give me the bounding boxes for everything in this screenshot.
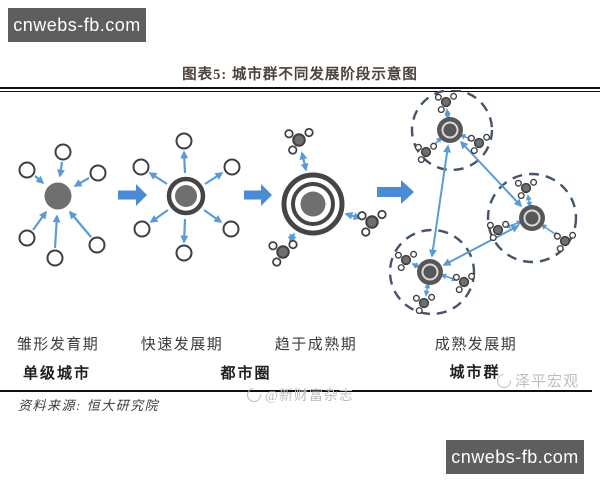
stage-label-3: 趋于成熟期 — [274, 337, 358, 353]
stage-1-diagram — [18, 143, 107, 267]
source-note: 资料来源: 恒大研究院 — [18, 398, 160, 413]
metro-dashed-circle — [410, 90, 494, 172]
satellite-town — [133, 220, 151, 238]
city-hub — [44, 182, 72, 210]
stage-label-1: 雏形发育期 — [16, 337, 100, 353]
mini-town-cluster — [514, 178, 538, 200]
zeping-logo-icon — [494, 370, 514, 391]
category-label-city-cluster: 城市群 — [449, 365, 501, 381]
category-label-metro-area: 都市圈 — [220, 366, 272, 382]
mini-town-cluster — [268, 239, 298, 267]
satellite-town — [175, 244, 193, 262]
inter-stage-arrow-1 — [118, 184, 147, 206]
stage-4-diagram — [388, 90, 578, 316]
stage-3-diagram — [268, 127, 387, 267]
satellite-town — [18, 161, 36, 179]
satellite-town — [54, 143, 72, 161]
city-hub — [518, 204, 546, 232]
satellite-town — [88, 236, 106, 254]
satellite-town — [89, 164, 107, 182]
satellite-town — [46, 249, 64, 267]
bottom-border-line — [0, 390, 592, 392]
satellite-town — [18, 229, 36, 247]
city-hub — [175, 185, 197, 207]
satellite-town — [222, 220, 240, 238]
hub-link-line — [428, 144, 452, 258]
hub-link-line — [442, 225, 520, 266]
city-hub-outer-ring — [281, 172, 345, 236]
hub-link-line — [459, 140, 523, 208]
stage-label-4: 成熟发展期 — [434, 337, 518, 353]
watermark-top-left: cnwebs-fb.com — [8, 8, 146, 42]
watermark-zeping: 泽平宏观 — [494, 370, 580, 391]
mini-town-cluster — [412, 293, 436, 315]
xincaifu-watermark-text: @新财富杂志 — [265, 389, 354, 404]
inter-stage-arrow-3 — [377, 180, 414, 204]
xincaifu-logo-icon — [244, 385, 264, 405]
inter-stage-arrow-2 — [244, 184, 272, 206]
satellite-town — [175, 132, 193, 150]
metro-dashed-circle — [388, 228, 476, 316]
satellite-town — [132, 158, 150, 176]
top-border-line — [0, 87, 600, 92]
city-hub-ring — [166, 176, 206, 216]
mini-town-cluster — [394, 250, 418, 272]
metro-dashed-circle — [486, 172, 578, 264]
stages-diagram — [18, 90, 578, 316]
mini-town-cluster — [553, 231, 577, 253]
stage-label-2: 快速发展期 — [140, 337, 224, 353]
city-hub — [436, 116, 464, 144]
stage-2-diagram — [132, 132, 241, 262]
watermark-bottom-right: cnwebs-fb.com — [446, 440, 584, 474]
city-hub-inner-ring — [291, 182, 335, 226]
city-hub — [416, 258, 444, 286]
watermark-xincaifu: @新财富杂志 — [244, 385, 354, 405]
mini-town-cluster — [357, 209, 387, 237]
mini-town-cluster — [434, 92, 458, 114]
category-label-single-city: 单级城市 — [22, 366, 92, 382]
satellite-town — [223, 158, 241, 176]
mini-town-cluster — [284, 127, 314, 155]
figure-title: 图表5: 城市群不同发展阶段示意图 — [182, 67, 418, 83]
zeping-watermark-text: 泽平宏观 — [515, 374, 580, 390]
city-hub — [300, 191, 326, 217]
